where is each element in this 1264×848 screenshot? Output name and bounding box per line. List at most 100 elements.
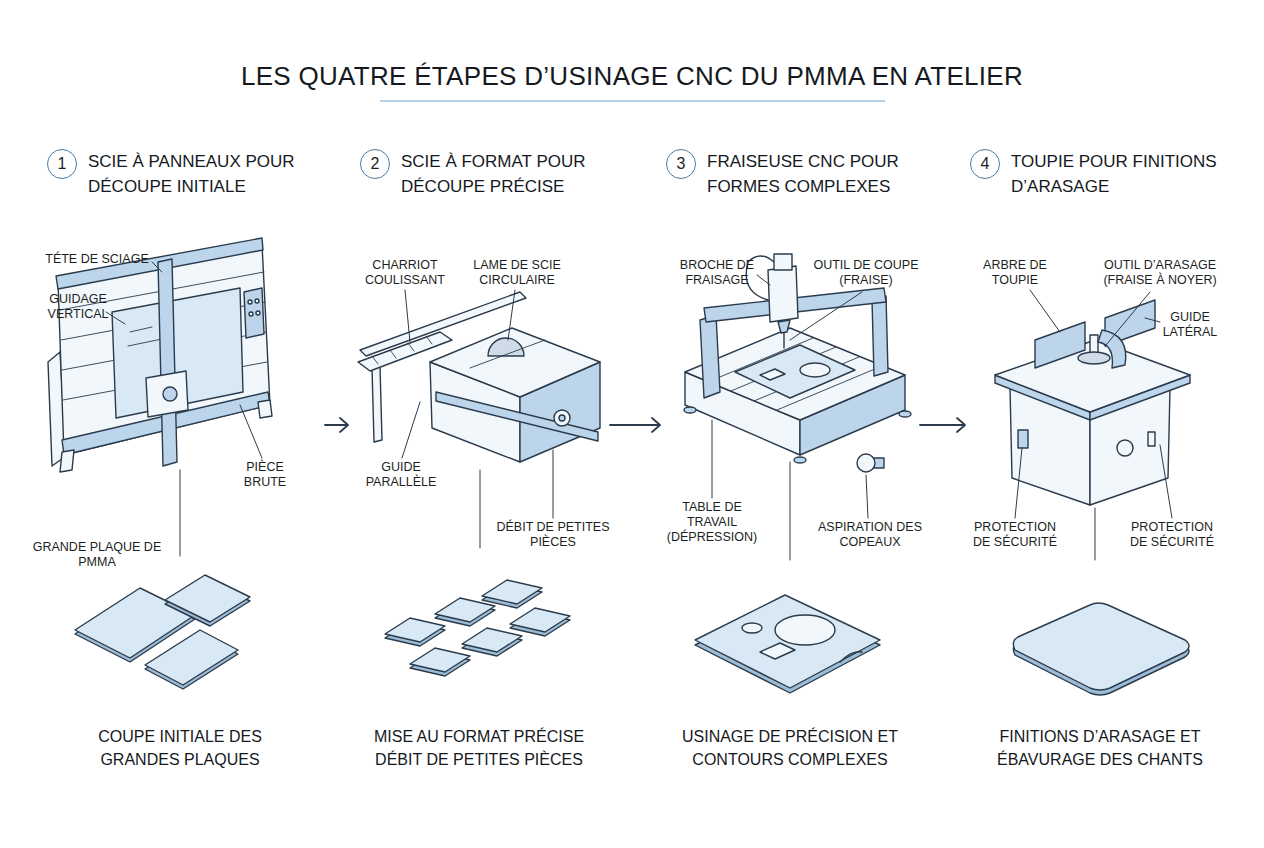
diagram-title: LES QUATRE ÉTAPES D’USINAGE CNC DU PMMA …: [0, 60, 1264, 92]
callout-label: ARBRE DE TOUPIE: [970, 258, 1060, 288]
machine-foot: [794, 457, 806, 463]
machine-foot: [684, 407, 696, 413]
callout-label: PROTECTION DE SÉCURITÉ: [1122, 520, 1222, 550]
leader-line: [1160, 445, 1172, 518]
flow-arrow: [325, 418, 348, 432]
step-number: 3: [677, 156, 686, 172]
callout-label: CHARRIOT COULISSANT: [350, 258, 460, 288]
leader-line: [1145, 318, 1160, 322]
raw-sheet: [112, 288, 243, 418]
carriage-beam: [360, 292, 526, 356]
step-heading: TOUPIE POUR FINITIONS D’ARASAGE: [1011, 149, 1236, 199]
machine-foot: [899, 411, 911, 417]
step-number-circle: 4: [970, 149, 1000, 179]
fence-plate: [1035, 322, 1085, 368]
parallel-fence: [436, 392, 598, 441]
step-heading: SCIE À PANNEAUX POUR DÉCOUPE INITIALE: [88, 149, 328, 199]
small-plate: [510, 608, 570, 632]
suction-port: [857, 454, 875, 472]
leader-line: [1106, 292, 1150, 345]
gantry-upright: [872, 296, 888, 376]
workpiece-pocket: [760, 369, 785, 380]
flow-arrow: [610, 418, 660, 432]
saw-table: [430, 328, 600, 397]
workpiece-hole: [800, 363, 830, 377]
leader-line: [1015, 448, 1022, 518]
leader-line: [553, 450, 554, 518]
small-plate: [385, 618, 445, 642]
leader-line: [1095, 508, 1096, 560]
small-plate: [482, 580, 542, 604]
cnc-router: [684, 254, 911, 693]
callout-label: BROCHE DE FRAISAGE: [667, 258, 767, 288]
vertical-guide: [158, 259, 177, 466]
leader-line: [106, 312, 125, 324]
circular-blade: [488, 338, 524, 356]
leader-line: [240, 405, 262, 458]
blade-slot: [470, 340, 545, 368]
table-slots: [708, 338, 882, 410]
step-panel: FRAISEUSE CNC POUR FORMES COMPLEXESUSINA…: [660, 140, 920, 780]
sheet-glare: [128, 327, 162, 346]
callout-label: LAME DE SCIE CIRCULAIRE: [462, 258, 572, 288]
cutting-tool: [783, 333, 784, 348]
step-caption: USINAGE DE PRÉCISION ET CONTOURS COMPLEX…: [675, 725, 905, 771]
leader-line: [480, 470, 481, 548]
leader-line: [866, 475, 868, 518]
callout-label: GUIDE LATÉRAL: [1150, 310, 1230, 340]
spindle-collet: [778, 320, 790, 333]
callout-label: PROTECTION DE SÉCURITÉ: [965, 520, 1065, 550]
control-button: [255, 299, 259, 303]
control-panel: [244, 288, 264, 338]
flow-arrow: [920, 418, 965, 432]
workpiece: [735, 345, 855, 398]
step-panel: TOUPIE POUR FINITIONS D’ARASAGEFINITIONS…: [965, 140, 1235, 780]
saw-foot: [258, 400, 272, 418]
callout-label: TABLE DE TRAVAIL (DÉPRESSION): [660, 500, 764, 545]
step-number: 4: [981, 156, 990, 172]
step-caption: COUPE INITIALE DES GRANDES PLAQUES: [75, 725, 285, 771]
callout-label: TÉTE DE SCIAGE: [32, 252, 162, 267]
saw-head: [146, 371, 188, 417]
leader-line: [1030, 290, 1060, 332]
flush-cutter: [1078, 352, 1110, 364]
step-number: 1: [58, 156, 67, 172]
title-underline: [380, 100, 885, 102]
cutter-guard: [1098, 330, 1126, 368]
plate-cutout: [742, 623, 762, 633]
plate-contour: [840, 652, 862, 662]
pmma-plate: [145, 630, 238, 685]
callout-label: OUTIL DE COUPE (FRAISE): [801, 258, 931, 288]
adjust-hub: [559, 415, 565, 421]
safety-switch: [1018, 430, 1028, 448]
step-heading: SCIE À FORMAT POUR DÉCOUPE PRÉCISE: [401, 149, 641, 199]
leader-line: [152, 262, 162, 272]
milling-spindle: [768, 266, 798, 322]
control-button: [249, 312, 253, 316]
step-heading: FRAISEUSE CNC POUR FORMES COMPLEXES: [707, 149, 947, 199]
saw-blade: [163, 387, 177, 401]
small-plate: [462, 628, 522, 652]
gantry-upright: [700, 315, 720, 398]
finished-plate: [1013, 603, 1189, 690]
spindle-motor: [774, 254, 792, 270]
plate-cutout: [775, 615, 835, 645]
callout-label: PIÈCE BRUTE: [230, 460, 300, 490]
adjust-wheel: [554, 410, 570, 426]
step-number: 2: [371, 156, 380, 172]
control-dial: [1117, 440, 1133, 456]
pmma-plate: [165, 575, 250, 622]
callout-label: GRANDE PLAQUE DE PMMA: [32, 540, 162, 570]
step-number-circle: 3: [666, 149, 696, 179]
step-caption: MISE AU FORMAT PRÉCISE DÉBIT DE PETITES …: [354, 725, 604, 771]
leader-line: [402, 402, 420, 458]
leader-line: [180, 470, 181, 556]
step-number-circle: 1: [47, 149, 77, 179]
leader-line: [790, 292, 862, 340]
leader-line: [757, 275, 770, 285]
carriage-leg: [372, 366, 382, 442]
leader-line: [712, 420, 713, 498]
